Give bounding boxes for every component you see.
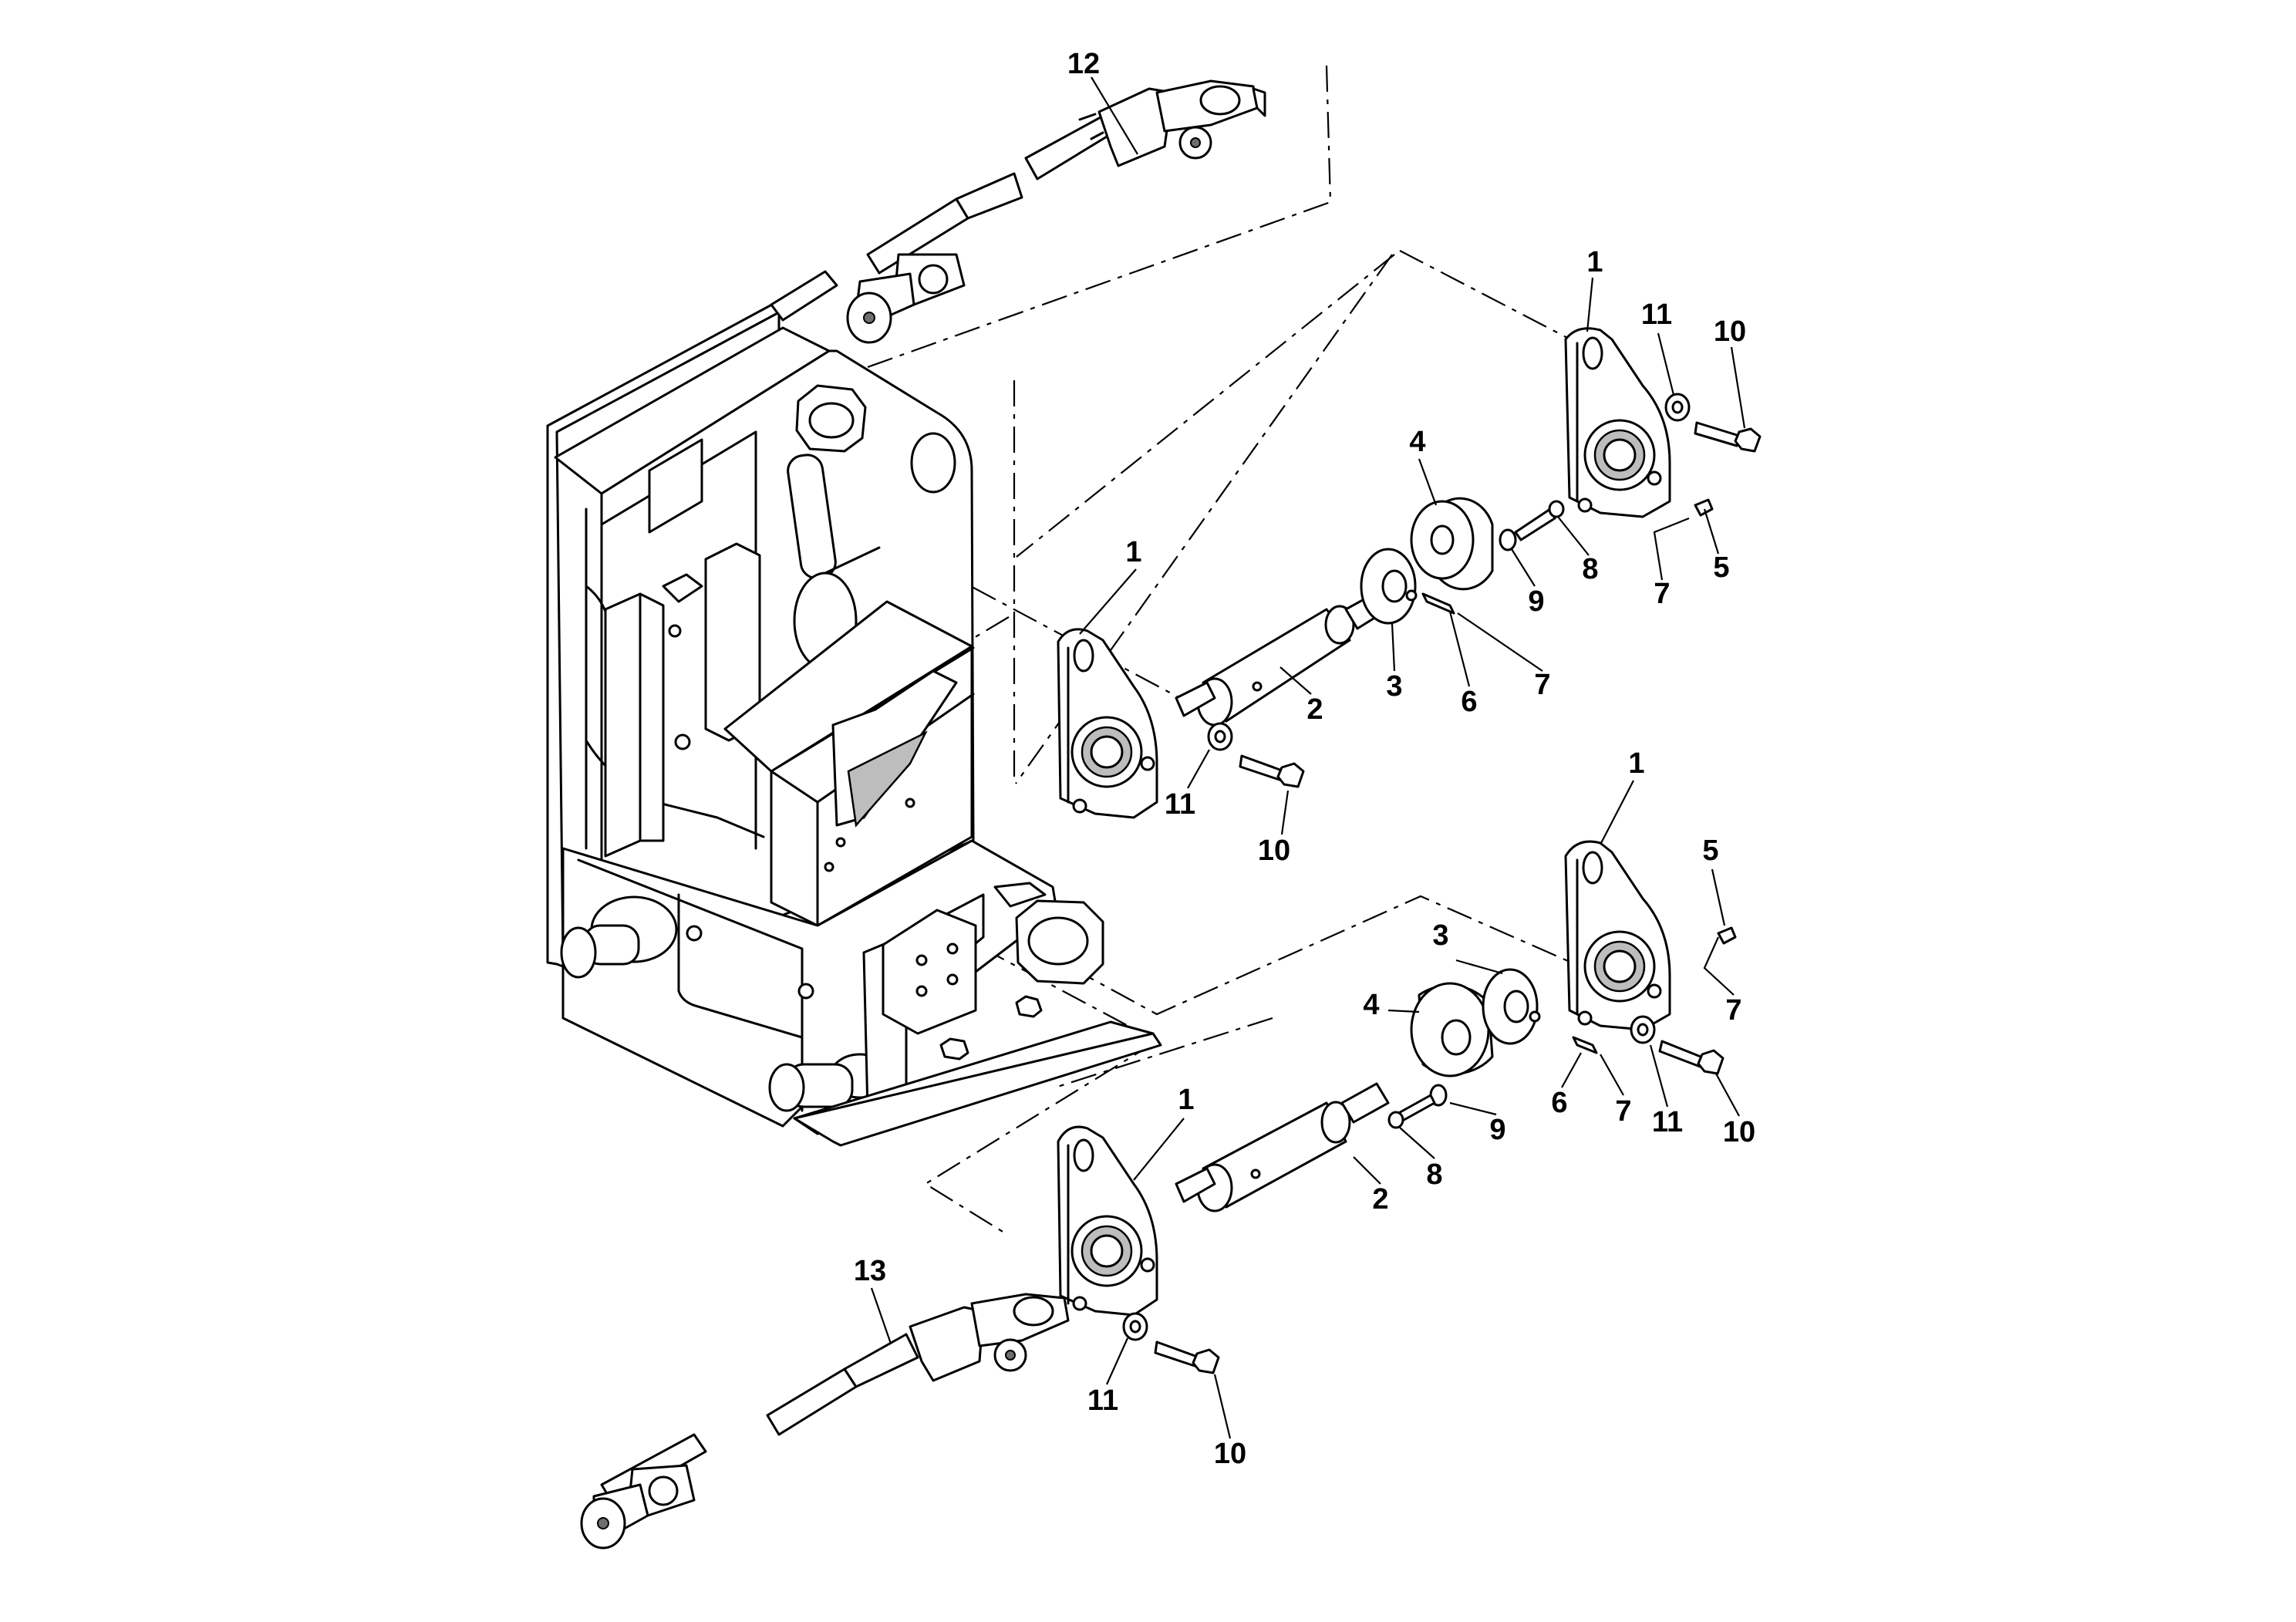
callout-3: 3 bbox=[1386, 670, 1402, 703]
callout-7: 7 bbox=[1615, 1095, 1631, 1128]
callout-10: 10 bbox=[1714, 315, 1746, 348]
callout-4: 4 bbox=[1363, 989, 1379, 1021]
callout-7: 7 bbox=[1725, 994, 1741, 1027]
callout-2: 2 bbox=[1306, 693, 1323, 726]
callout-13: 13 bbox=[854, 1255, 886, 1287]
callout-2: 2 bbox=[1372, 1183, 1388, 1216]
callout-1: 1 bbox=[1628, 747, 1644, 780]
callout-10: 10 bbox=[1214, 1438, 1246, 1470]
callout-6: 6 bbox=[1551, 1087, 1567, 1119]
leader-lines bbox=[870, 76, 1746, 1439]
callout-8: 8 bbox=[1426, 1158, 1442, 1191]
callout-10: 10 bbox=[1723, 1116, 1755, 1148]
callout-12: 12 bbox=[1067, 48, 1100, 80]
bearing-flange-1-lower-left bbox=[1057, 1125, 1158, 1317]
callout-11: 11 bbox=[1087, 1384, 1118, 1417]
callout-10: 10 bbox=[1258, 835, 1290, 867]
callout-11: 11 bbox=[1641, 298, 1672, 331]
callout-9: 9 bbox=[1528, 585, 1544, 618]
callout-labels: 12 1 11 10 4 8 5 9 7 1 2 3 6 7 11 10 1 5… bbox=[854, 48, 1755, 1470]
callout-1: 1 bbox=[1586, 246, 1603, 278]
upper-shaft-assembly bbox=[1175, 497, 1565, 727]
bearing-flange-1-lower-right bbox=[1564, 840, 1671, 1031]
callout-1: 1 bbox=[1178, 1084, 1194, 1116]
bearing-flange-1-upper-right bbox=[1564, 327, 1671, 518]
callout-11: 11 bbox=[1165, 788, 1195, 821]
bearing-flange-1-upper-left bbox=[1057, 628, 1158, 819]
callout-3: 3 bbox=[1432, 919, 1448, 952]
callout-7: 7 bbox=[1654, 578, 1670, 610]
callout-5: 5 bbox=[1713, 551, 1729, 584]
callout-1: 1 bbox=[1125, 536, 1141, 568]
main-frame bbox=[546, 299, 1162, 1147]
callout-4: 4 bbox=[1409, 426, 1425, 458]
callout-9: 9 bbox=[1489, 1114, 1505, 1146]
fasteners bbox=[1122, 393, 1762, 1374]
lower-shaft-assembly bbox=[1175, 968, 1598, 1212]
callout-5: 5 bbox=[1702, 835, 1718, 867]
callout-11: 11 bbox=[1652, 1106, 1683, 1138]
callout-8: 8 bbox=[1582, 553, 1598, 585]
drive-shaft-13 bbox=[580, 1293, 1070, 1549]
callout-6: 6 bbox=[1461, 686, 1477, 718]
callout-7: 7 bbox=[1534, 669, 1550, 701]
drive-shaft-12 bbox=[770, 79, 1266, 344]
